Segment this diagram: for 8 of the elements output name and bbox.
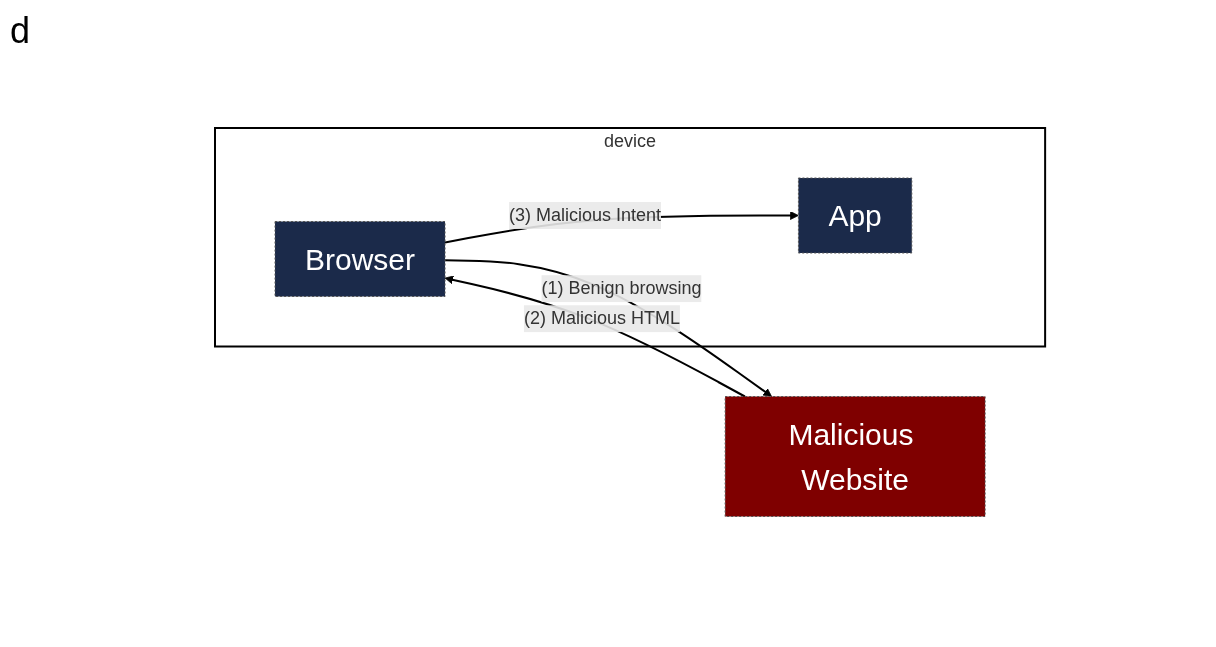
edge-label: (3) Malicious Intent (508, 205, 662, 226)
arrow (444, 275, 746, 398)
node-box: App (797, 177, 913, 254)
edge-label: (2) Malicious HTML (523, 308, 680, 329)
edge-label: (1) Benign browsing (541, 278, 702, 299)
node-box: Browser (274, 221, 446, 298)
label-text: d (10, 10, 31, 51)
node-box: Malicious Website (724, 396, 986, 518)
